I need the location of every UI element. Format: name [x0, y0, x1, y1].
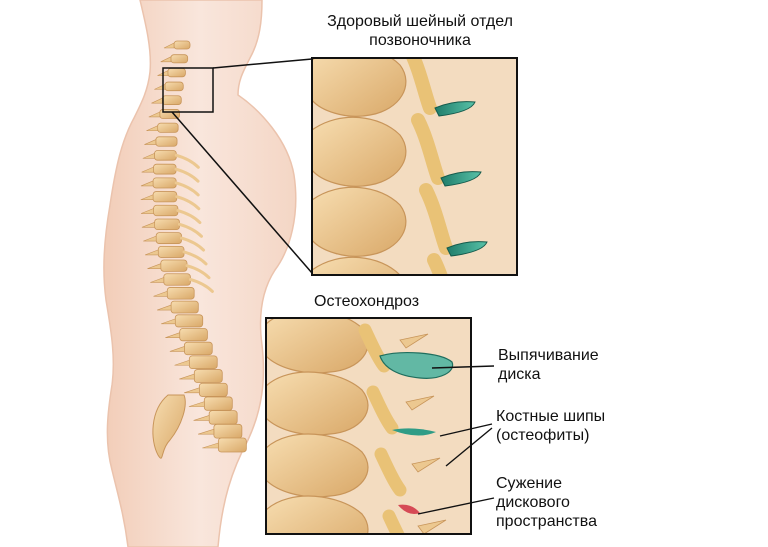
label-disc-bulge-line2: диска [498, 366, 541, 383]
vertebra [146, 122, 179, 133]
label-disc-narrowing: Сужение дискового пространства [496, 474, 597, 531]
vertebra [147, 259, 211, 280]
inset-vertebra [312, 113, 482, 187]
osteochondrosis-title: Остеохондроз [314, 293, 420, 310]
healthy-spine-title-line1: Здоровый шейный отдел [327, 13, 513, 30]
vertebra [150, 273, 214, 293]
vertebra [144, 136, 178, 147]
label-bone-spurs-line1: Костные шипы [496, 408, 606, 425]
vertebra [202, 437, 247, 453]
inset-vertebra [266, 371, 435, 436]
healthy-spine-title: Здоровый шейный отдел позвоночника [300, 12, 540, 50]
vertebra [184, 382, 228, 397]
leader-lines [417, 365, 495, 515]
vertebra [188, 396, 233, 411]
vertebra [141, 218, 203, 238]
label-disc-narrowing-line3: пространства [496, 513, 597, 530]
vertebra [161, 314, 204, 328]
vertebra [157, 300, 199, 314]
spine [140, 40, 247, 459]
vertebra [140, 191, 201, 211]
inset-vertebra [266, 495, 447, 534]
vertebra [179, 369, 223, 383]
label-disc-narrowing-line1: Сужение [496, 475, 563, 492]
vertebra [160, 54, 189, 64]
inset-vertebra [266, 433, 441, 498]
vertebra [193, 410, 238, 425]
label-bone-spurs: Костные шипы (остеофиты) [496, 407, 605, 445]
osteochondrosis-inset [265, 317, 472, 535]
vertebra [163, 40, 191, 50]
label-disc-narrowing-line2: дискового [496, 494, 570, 511]
thin-disc [392, 428, 436, 436]
vertebra [143, 232, 206, 252]
narrowed-disc [398, 504, 420, 514]
healthy-spine-title-line2: позвоночника [369, 32, 471, 49]
label-disc-bulge-line1: Выпячивание [498, 347, 599, 364]
sacrum [152, 394, 186, 459]
vertebra [145, 245, 208, 266]
vertebra [140, 204, 202, 225]
zoom-indicator [162, 58, 313, 274]
vertebra [197, 423, 243, 439]
inset-vertebra [266, 318, 429, 374]
vertebra [141, 163, 200, 183]
vertebra [169, 341, 213, 356]
bulging-disc [379, 352, 454, 379]
inset-vertebra [312, 183, 488, 257]
vertebra [154, 81, 184, 92]
label-disc-bulge: Выпячивание диска [498, 346, 599, 384]
vertebra [153, 287, 195, 300]
inset-vertebra [312, 253, 448, 275]
vertebra [174, 355, 218, 370]
healthy-spine-inset [311, 57, 518, 276]
inset-vertebra [312, 58, 476, 117]
vertebra [165, 328, 208, 342]
vertebra [140, 177, 200, 197]
vertebra [142, 150, 200, 169]
label-bone-spurs-line2: (остеофиты) [496, 427, 590, 444]
